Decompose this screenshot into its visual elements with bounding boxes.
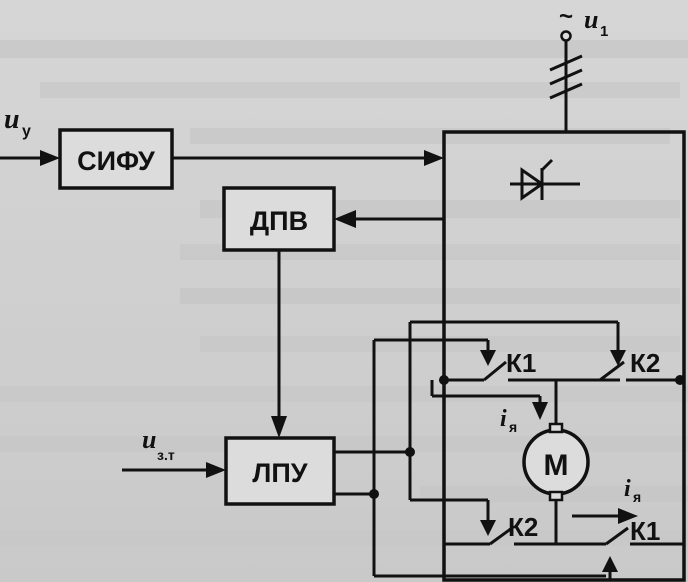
dpv-label: ДПВ (250, 206, 308, 236)
tilde-symbol: ~ (559, 3, 573, 30)
armature-current-bottom-label: i (624, 476, 631, 502)
sifu-label: СИФУ (77, 146, 156, 176)
power-circuit: М (430, 350, 685, 580)
armature-current-bottom-sub: я (633, 489, 641, 505)
dpv-block: ДПВ (222, 186, 336, 252)
contact-k2-top-label: К2 (630, 348, 660, 378)
sifu-block: СИФУ (58, 128, 174, 190)
armature-current-top-sub: я (509, 419, 517, 435)
task-input: u з.т (122, 425, 226, 478)
phase-tick-2 (549, 68, 583, 86)
supply-voltage-sub: 1 (600, 23, 608, 40)
thyristor-icon (510, 158, 580, 201)
motor-label: М (544, 449, 569, 482)
phase-tick-1 (549, 54, 583, 72)
contact-k1-top-label: К1 (506, 348, 536, 378)
control-voltage-label: u (4, 104, 20, 135)
background-texture (0, 40, 688, 546)
converter-block (442, 130, 686, 582)
dpv-to-lpu (271, 250, 287, 438)
task-voltage-sub: з.т (157, 447, 175, 463)
armature-current-top-label: i (500, 406, 507, 432)
control-voltage-sub: y (22, 123, 31, 140)
converter-to-dpv (334, 210, 444, 228)
task-voltage-label: u (142, 425, 156, 454)
supply-voltage-label: u (584, 5, 598, 34)
lpu-outputs (334, 320, 620, 578)
phase-tick-3 (549, 82, 583, 100)
sifu-to-converter (172, 150, 444, 166)
lpu-block: ЛПУ (224, 436, 336, 506)
supply-terminal (560, 30, 572, 42)
supply-input: ~ u 1 (549, 3, 608, 132)
contact-k2-bottom-label: К2 (508, 512, 538, 542)
lpu-label: ЛПУ (252, 458, 308, 488)
contact-k1-bottom-label: К1 (630, 516, 660, 546)
control-input: u y (0, 104, 60, 166)
